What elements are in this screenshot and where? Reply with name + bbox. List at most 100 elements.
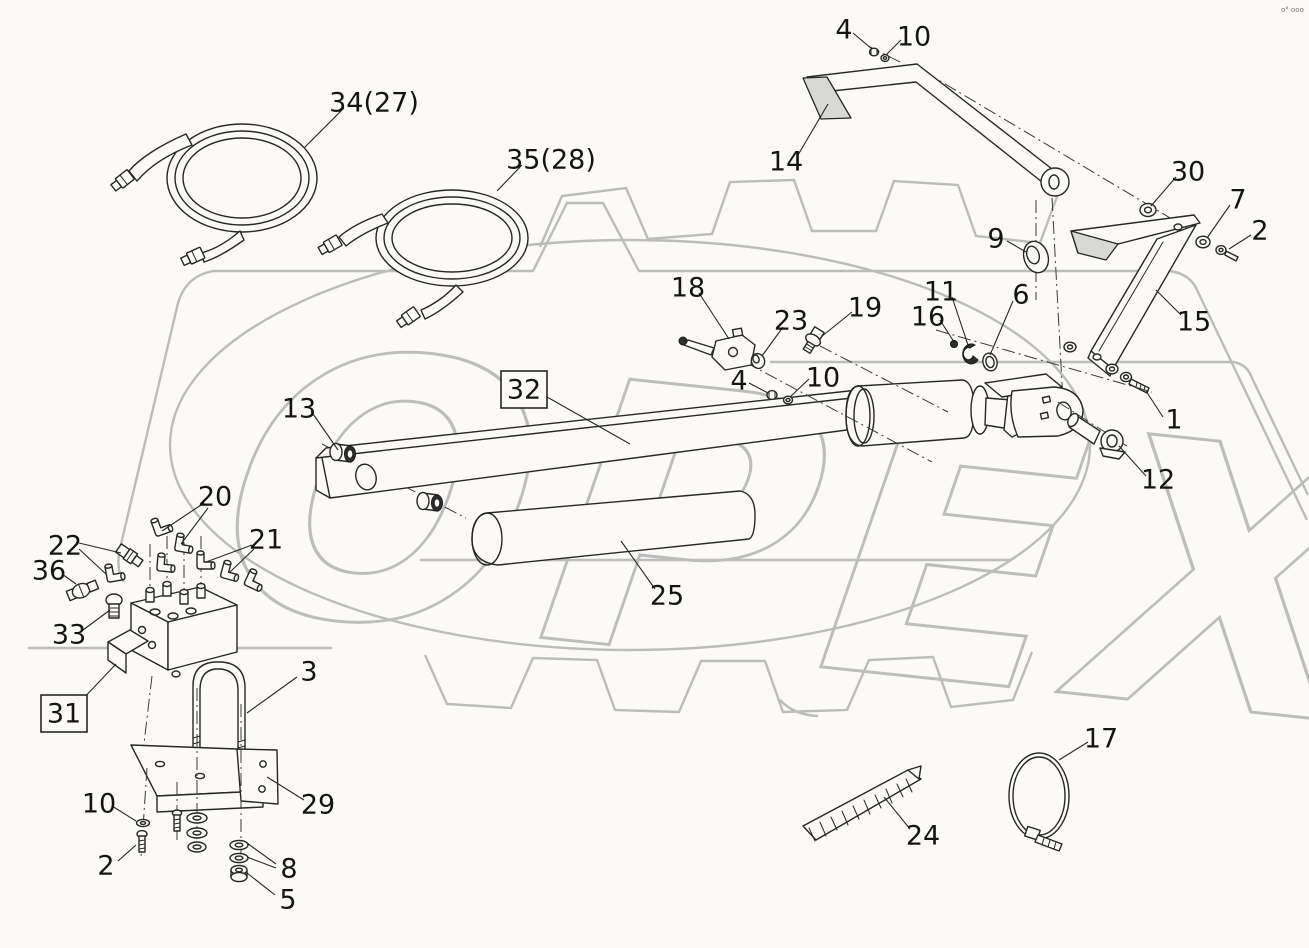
leader-line bbox=[885, 39, 902, 56]
part-number-20: 20 bbox=[198, 482, 232, 513]
part-number-17: 17 bbox=[1084, 724, 1118, 755]
part-number-21: 21 bbox=[249, 525, 283, 556]
hydraulic-hose-35 bbox=[317, 189, 529, 329]
hose-fitting-icon bbox=[110, 169, 135, 192]
leader-line bbox=[1155, 289, 1182, 316]
leader-line bbox=[1228, 234, 1252, 250]
leader-line bbox=[111, 805, 137, 822]
callout-box bbox=[500, 370, 548, 409]
part-number-11: 11 bbox=[924, 277, 958, 308]
leader-line bbox=[229, 548, 255, 573]
elbow-fitting-icon bbox=[196, 550, 216, 570]
leader-line bbox=[797, 103, 829, 156]
leader-line bbox=[117, 844, 137, 862]
leader-line bbox=[883, 796, 911, 830]
callout-box bbox=[40, 694, 88, 733]
port-boss bbox=[145, 580, 206, 605]
part-number-32: 32 bbox=[507, 375, 541, 406]
leader-line bbox=[761, 326, 784, 357]
leader-line bbox=[1145, 390, 1164, 418]
leader-line bbox=[698, 292, 730, 340]
spiral-guard-24 bbox=[802, 765, 922, 842]
leader-line bbox=[939, 319, 955, 343]
part-number-24: 24 bbox=[906, 821, 940, 852]
leader-line bbox=[246, 676, 298, 714]
washer-10-mid bbox=[782, 395, 794, 405]
washer-10-bottom bbox=[135, 818, 151, 828]
bottom-hardware bbox=[135, 688, 249, 883]
leader-line bbox=[246, 842, 277, 865]
leader-line bbox=[496, 164, 523, 192]
nut-4-top bbox=[868, 47, 880, 57]
part-number-16: 16 bbox=[911, 302, 945, 333]
leader-line bbox=[266, 776, 305, 801]
part-number-10: 10 bbox=[897, 22, 931, 53]
part-number-35(28): 35(28) bbox=[506, 145, 596, 176]
part-number-22: 22 bbox=[48, 531, 82, 562]
set-screw-16 bbox=[935, 329, 1153, 393]
bushing-ring-9 bbox=[1022, 240, 1050, 274]
part-number-25: 25 bbox=[650, 581, 684, 612]
leader-line bbox=[852, 32, 873, 50]
leader-line bbox=[989, 300, 1014, 356]
washer-near-bolt-1 bbox=[1105, 363, 1119, 375]
part-number-2: 2 bbox=[97, 851, 114, 882]
screw-2-bottom bbox=[136, 829, 148, 853]
elbow-fitting-icon bbox=[156, 552, 176, 573]
leader-line bbox=[180, 507, 209, 545]
washer-10-top bbox=[880, 53, 890, 63]
fitting-36-icon bbox=[65, 579, 100, 602]
part-number-3: 3 bbox=[300, 657, 317, 688]
part-number-36: 36 bbox=[32, 556, 66, 587]
spiral-stripes bbox=[808, 778, 913, 842]
screw-small bbox=[171, 809, 183, 832]
locking-pin-12 bbox=[1057, 401, 1131, 460]
leader-line bbox=[820, 311, 853, 338]
bushing-13a bbox=[329, 442, 356, 463]
leader-line bbox=[539, 392, 631, 445]
washer-at-bracket-foot bbox=[1063, 341, 1077, 353]
washer-30 bbox=[1139, 202, 1157, 218]
mount-bracket-29 bbox=[130, 675, 279, 813]
part-number-6: 6 bbox=[1012, 280, 1029, 311]
part-number-33: 33 bbox=[52, 620, 86, 651]
leader-line bbox=[789, 378, 810, 398]
part-number-5: 5 bbox=[279, 885, 296, 916]
elbow-fitting-icon bbox=[174, 532, 194, 554]
elbow-fitting-icon bbox=[243, 568, 263, 592]
part-number-1: 1 bbox=[1165, 405, 1182, 436]
leader-line bbox=[1150, 176, 1177, 207]
leader-line bbox=[78, 548, 108, 576]
hose-fitting-icon bbox=[317, 234, 343, 256]
shutoff-valve-18 bbox=[678, 327, 949, 463]
part-number-14: 14 bbox=[769, 147, 803, 178]
elbow-fitting-icon bbox=[219, 559, 240, 582]
fitting-33-icon bbox=[105, 593, 123, 619]
hose-clamp-17 bbox=[1008, 752, 1070, 852]
leader-line bbox=[1206, 204, 1231, 239]
part-number-4: 4 bbox=[835, 15, 852, 46]
part-number-34(27): 34(27) bbox=[329, 88, 419, 119]
washer-stack bbox=[186, 812, 208, 853]
leader-line bbox=[310, 410, 339, 451]
hose-fitting-icon bbox=[180, 246, 206, 267]
nut-5 bbox=[230, 864, 248, 883]
tube-25 bbox=[471, 490, 756, 566]
part-number-15: 15 bbox=[1177, 307, 1211, 338]
leader-line bbox=[82, 609, 111, 631]
screw-2-right bbox=[1215, 244, 1239, 262]
washer-7 bbox=[1195, 235, 1211, 249]
nut-4-mid bbox=[766, 389, 778, 401]
bushing-13b bbox=[416, 491, 443, 512]
leader-line bbox=[1006, 240, 1027, 253]
washers-8 bbox=[229, 839, 249, 864]
leader-line bbox=[1118, 445, 1147, 477]
part-number-9: 9 bbox=[987, 224, 1004, 255]
part-number-2: 2 bbox=[1251, 216, 1268, 247]
leader-line bbox=[246, 872, 276, 896]
part-number-7: 7 bbox=[1229, 185, 1246, 216]
leader-line bbox=[951, 296, 969, 346]
cylinder-assembly-32 bbox=[315, 373, 1084, 519]
corner-mark: o° ooo bbox=[1281, 6, 1304, 14]
leader-line bbox=[161, 502, 205, 532]
